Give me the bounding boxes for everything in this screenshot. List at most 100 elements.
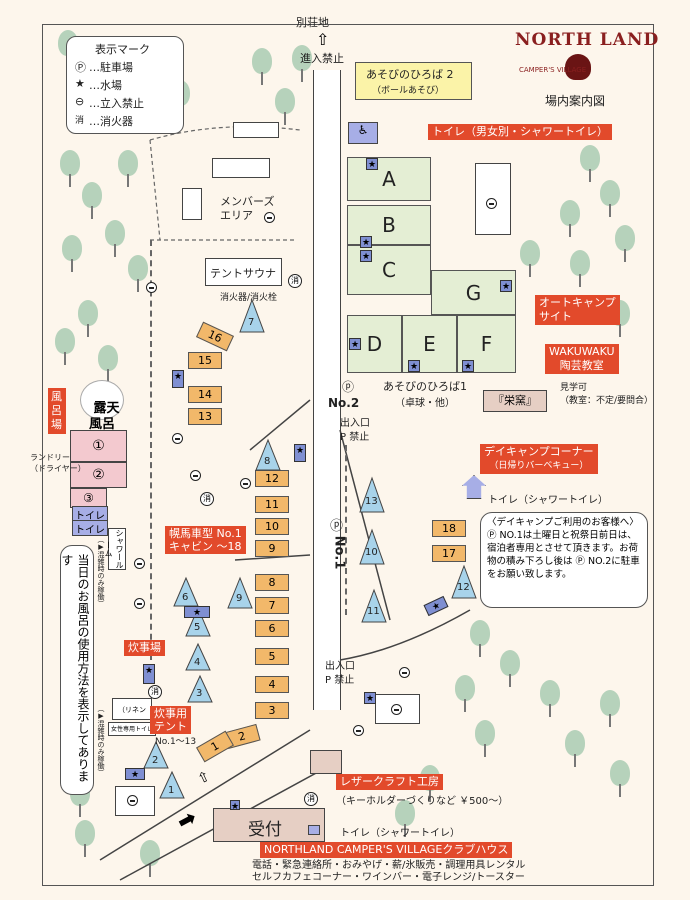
clubhouse-callout: NORTHLAND CAMPER'S VILLAGEクラブハウス [260,842,513,858]
laundry-label: ランドリー （ドライヤー） [30,453,86,473]
brand-logo: NORTH LAND CAMPER'S VILLAGE [515,30,658,90]
tree-icon [470,620,490,658]
outdoor-bath-label: 露天 風呂 [88,401,120,432]
cabin-10[interactable]: 10 [255,518,289,535]
cabin-9-label: 9 [268,542,276,555]
site-b[interactable]: B [347,205,431,245]
cabin-18-label: 18 [442,522,456,535]
cabin-14[interactable]: 14 [188,386,222,403]
day-camp-sub: （日帰りバーベキュー） [489,461,589,471]
site-a[interactable]: A [347,157,431,201]
tent-5-label: 5 [194,622,201,633]
legend-no-entry-icon: ⊖ [75,95,85,108]
cabin-15[interactable]: 15 [188,352,222,369]
cabin-11[interactable]: 11 [255,496,289,513]
cabin-18[interactable]: 18 [432,520,466,537]
tree-icon [292,45,312,83]
no-entry-icon [391,704,402,715]
bath-2-label: ② [92,467,105,483]
map-title: 場内案内図 [545,94,606,108]
cabin-13[interactable]: 13 [188,408,222,425]
no-entry-icon [486,198,497,209]
members-building-1 [233,122,279,138]
bath-3[interactable]: ③ [70,488,107,508]
water-icon: ★ [184,606,210,618]
day-camp-notice: 〈デイキャンプご利用のお客様へ〉 Ⓟ NO.1は土曜日と祝祭日前日は、宿泊者専用… [480,512,648,608]
no-entry-icon [353,725,364,736]
tent-6-label: 6 [182,592,189,603]
map-frame [42,24,654,886]
site-d-label: D [366,332,383,356]
no-entry-icon [172,433,183,444]
cabin-13-label: 13 [198,410,212,423]
site-a-label: A [382,167,396,191]
water-icon: ★ [143,664,155,684]
cabin-6[interactable]: 6 [255,620,289,637]
site-c-label: C [382,258,396,282]
no-entry-icon [134,598,145,609]
no-entry-icon [146,282,157,293]
no-entry-icon [127,795,138,806]
water-icon: ★ [408,360,420,372]
cabin-8[interactable]: 8 [255,574,289,591]
cabin-12[interactable]: 12 [255,470,289,487]
leather-callout: レザークラフト工房 [336,774,443,790]
womens-toilet: 女性専用トイレ [108,722,156,736]
kitchen-tent-callout: 炊事用 テント [150,706,191,734]
tree-icon [520,240,540,278]
bath-note-text: 当日のお風呂の使用方法を表示してあります [60,554,90,782]
water-icon: ★ [172,370,184,388]
legend-extinguisher-label: …消火器 [89,115,133,128]
water-icon: ★ [125,768,145,780]
tent-11-label: 11 [367,606,380,617]
main-road [313,70,341,710]
womens-note: （▶混雑時のみ稼働） [97,705,105,776]
brand-sub: CAMPER'S VILLAGE [519,66,587,74]
bath-2[interactable]: ② [70,462,127,488]
members-building-2 [212,158,270,178]
tent-8-label: 8 [264,456,271,467]
brand-name: NORTH LAND [515,30,660,50]
extinguisher-icon: 消 [304,792,318,806]
tree-icon [600,690,620,728]
cabin-14-label: 14 [198,388,212,401]
cabin-17[interactable]: 17 [432,545,466,562]
notice-body: Ⓟ NO.1は土曜日と祝祭日前日は、宿泊者専用とさせて頂きます。お荷物の積み下ろ… [487,530,640,580]
tree-icon [60,150,80,188]
site-e-label: E [423,332,436,356]
notice-heading: 〈デイキャンプご利用のお客様へ〉 [487,517,639,528]
cabin-4[interactable]: 4 [255,676,289,693]
site-g[interactable]: G [431,270,516,315]
no-entry-icon [134,558,145,569]
cabin-8-label: 8 [268,576,276,589]
toilet-2[interactable]: トイレ [72,520,108,536]
bath-1-label: ① [92,438,105,454]
cabin-12-label: 12 [265,472,279,485]
no-entry-icon [190,470,201,481]
cabin-9[interactable]: 9 [255,540,289,557]
tree-icon [475,720,495,758]
bath-3-label: ③ [83,491,94,505]
water-icon: ★ [360,250,372,262]
bath-1[interactable]: ① [70,430,127,462]
water-icon: ★ [360,236,372,248]
boundary-dash [345,445,347,615]
water-icon: ★ [364,692,376,704]
toilet-2-label: トイレ [75,525,105,536]
cabin-7[interactable]: 7 [255,597,289,614]
legend-no-entry-label: …立入禁止 [89,97,144,110]
tent-sauna: テントサウナ [205,258,282,286]
no-park-label-bottom: P 禁止 [325,675,355,686]
cabin-3[interactable]: 3 [255,702,289,719]
toilet-reception-label: トイレ（シャワートイレ） [340,828,460,839]
toilet-icon [308,825,320,835]
tree-icon [570,250,590,288]
play-area-2-title: あそびのひろば 2 [366,68,454,81]
cabin-1-label: 1 [208,739,222,754]
cabin-2-label: 2 [236,729,248,744]
tree-icon [560,200,580,238]
legend-parking-label: …駐車場 [89,61,133,74]
cabin-5[interactable]: 5 [255,648,289,665]
legend-water-icon: ★ [75,77,85,90]
site-f[interactable]: F [457,315,516,373]
